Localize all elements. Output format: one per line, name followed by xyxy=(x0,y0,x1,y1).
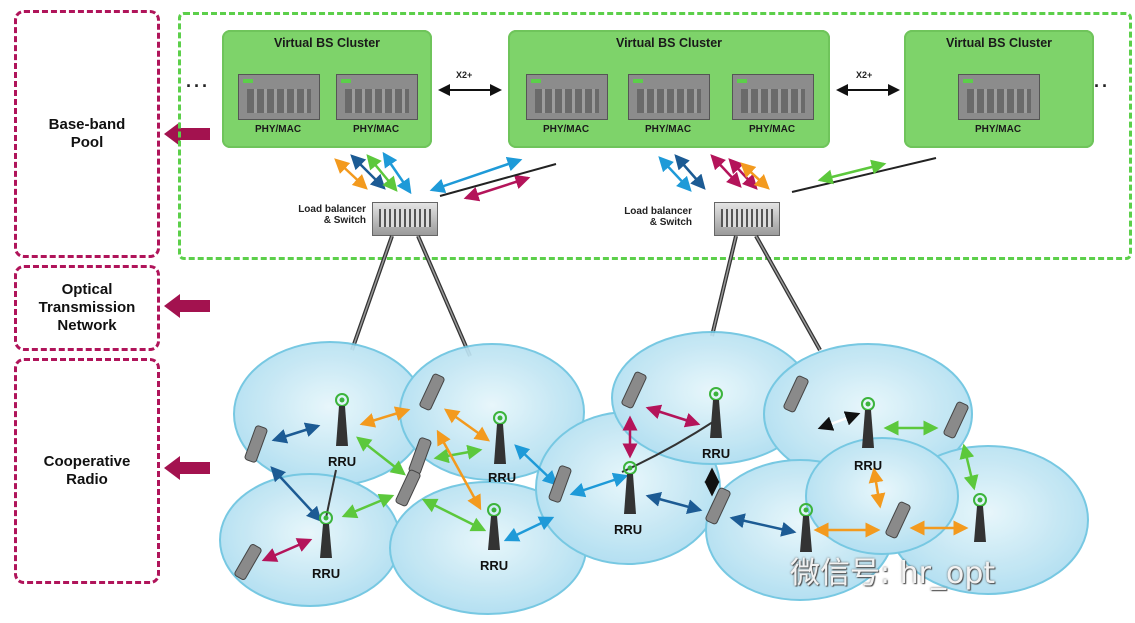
baseband-arrow-icon xyxy=(164,122,210,146)
cluster-title: Virtual BS Cluster xyxy=(615,36,723,50)
rru-label: RRU xyxy=(854,458,883,473)
virtual-bs-cluster-3: Virtual BS Cluster PHY/MAC xyxy=(904,30,1094,148)
switch-icon xyxy=(714,202,780,236)
rru-label: RRU xyxy=(702,446,731,461)
load-balancer-label: Load balancer & Switch xyxy=(624,206,692,228)
switch-icon xyxy=(372,202,438,236)
phy-mac-label: PHY/MAC xyxy=(974,124,1022,135)
fiber-link xyxy=(325,469,337,519)
rru-label: RRU xyxy=(614,522,643,537)
rru-label: RRU xyxy=(488,470,517,485)
switch-traffic-arrows xyxy=(334,151,937,202)
radio-links xyxy=(261,404,979,562)
server-icon xyxy=(238,74,320,120)
virtual-bs-cluster-1: Virtual BS Cluster PHY/MAC PHY/MAC xyxy=(222,30,432,148)
mobile-phone-icons xyxy=(234,371,969,580)
x2-label: X2+ xyxy=(456,70,473,80)
optical-network-box: Optical Transmission Network xyxy=(14,265,160,351)
cluster-title: Virtual BS Cluster xyxy=(945,36,1053,50)
server-icon xyxy=(526,74,608,120)
phy-mac-label: PHY/MAC xyxy=(352,124,400,135)
rru-label: RRU xyxy=(328,454,357,469)
server-icon xyxy=(336,74,418,120)
baseband-pool-label: Base-band Pool xyxy=(48,116,126,151)
cooperative-radio-box: Cooperative Radio xyxy=(14,358,160,584)
antenna-icons xyxy=(319,387,987,558)
optical-arrow-icon xyxy=(164,294,210,318)
rru-label: RRU xyxy=(312,566,341,581)
left-ellipsis: ··· xyxy=(186,76,210,96)
server-icon xyxy=(732,74,814,120)
phy-mac-label: PHY/MAC xyxy=(254,124,302,135)
baseband-pool-region xyxy=(178,12,1132,260)
baseband-pool-box: Base-band Pool xyxy=(14,10,160,258)
radio-cells xyxy=(219,331,1089,615)
server-icon xyxy=(958,74,1040,120)
x2-label: X2+ xyxy=(856,70,873,80)
phy-mac-label: PHY/MAC xyxy=(542,124,590,135)
radio-arrow-icon xyxy=(164,456,210,480)
wechat-watermark: 微信号: hr_opt xyxy=(790,556,996,591)
phy-mac-label: PHY/MAC xyxy=(644,124,692,135)
virtual-bs-cluster-2: Virtual BS Cluster PHY/MAC PHY/MAC PHY/M… xyxy=(508,30,830,148)
optical-network-label: Optical Transmission Network xyxy=(38,281,136,334)
cooperative-radio-label: Cooperative Radio xyxy=(43,453,131,488)
rru-label: RRU xyxy=(480,558,509,573)
phy-mac-label: PHY/MAC xyxy=(748,124,796,135)
server-icon xyxy=(628,74,710,120)
load-balancer-label: Load balancer & Switch xyxy=(298,204,366,226)
cluster-title: Virtual BS Cluster xyxy=(273,36,381,50)
